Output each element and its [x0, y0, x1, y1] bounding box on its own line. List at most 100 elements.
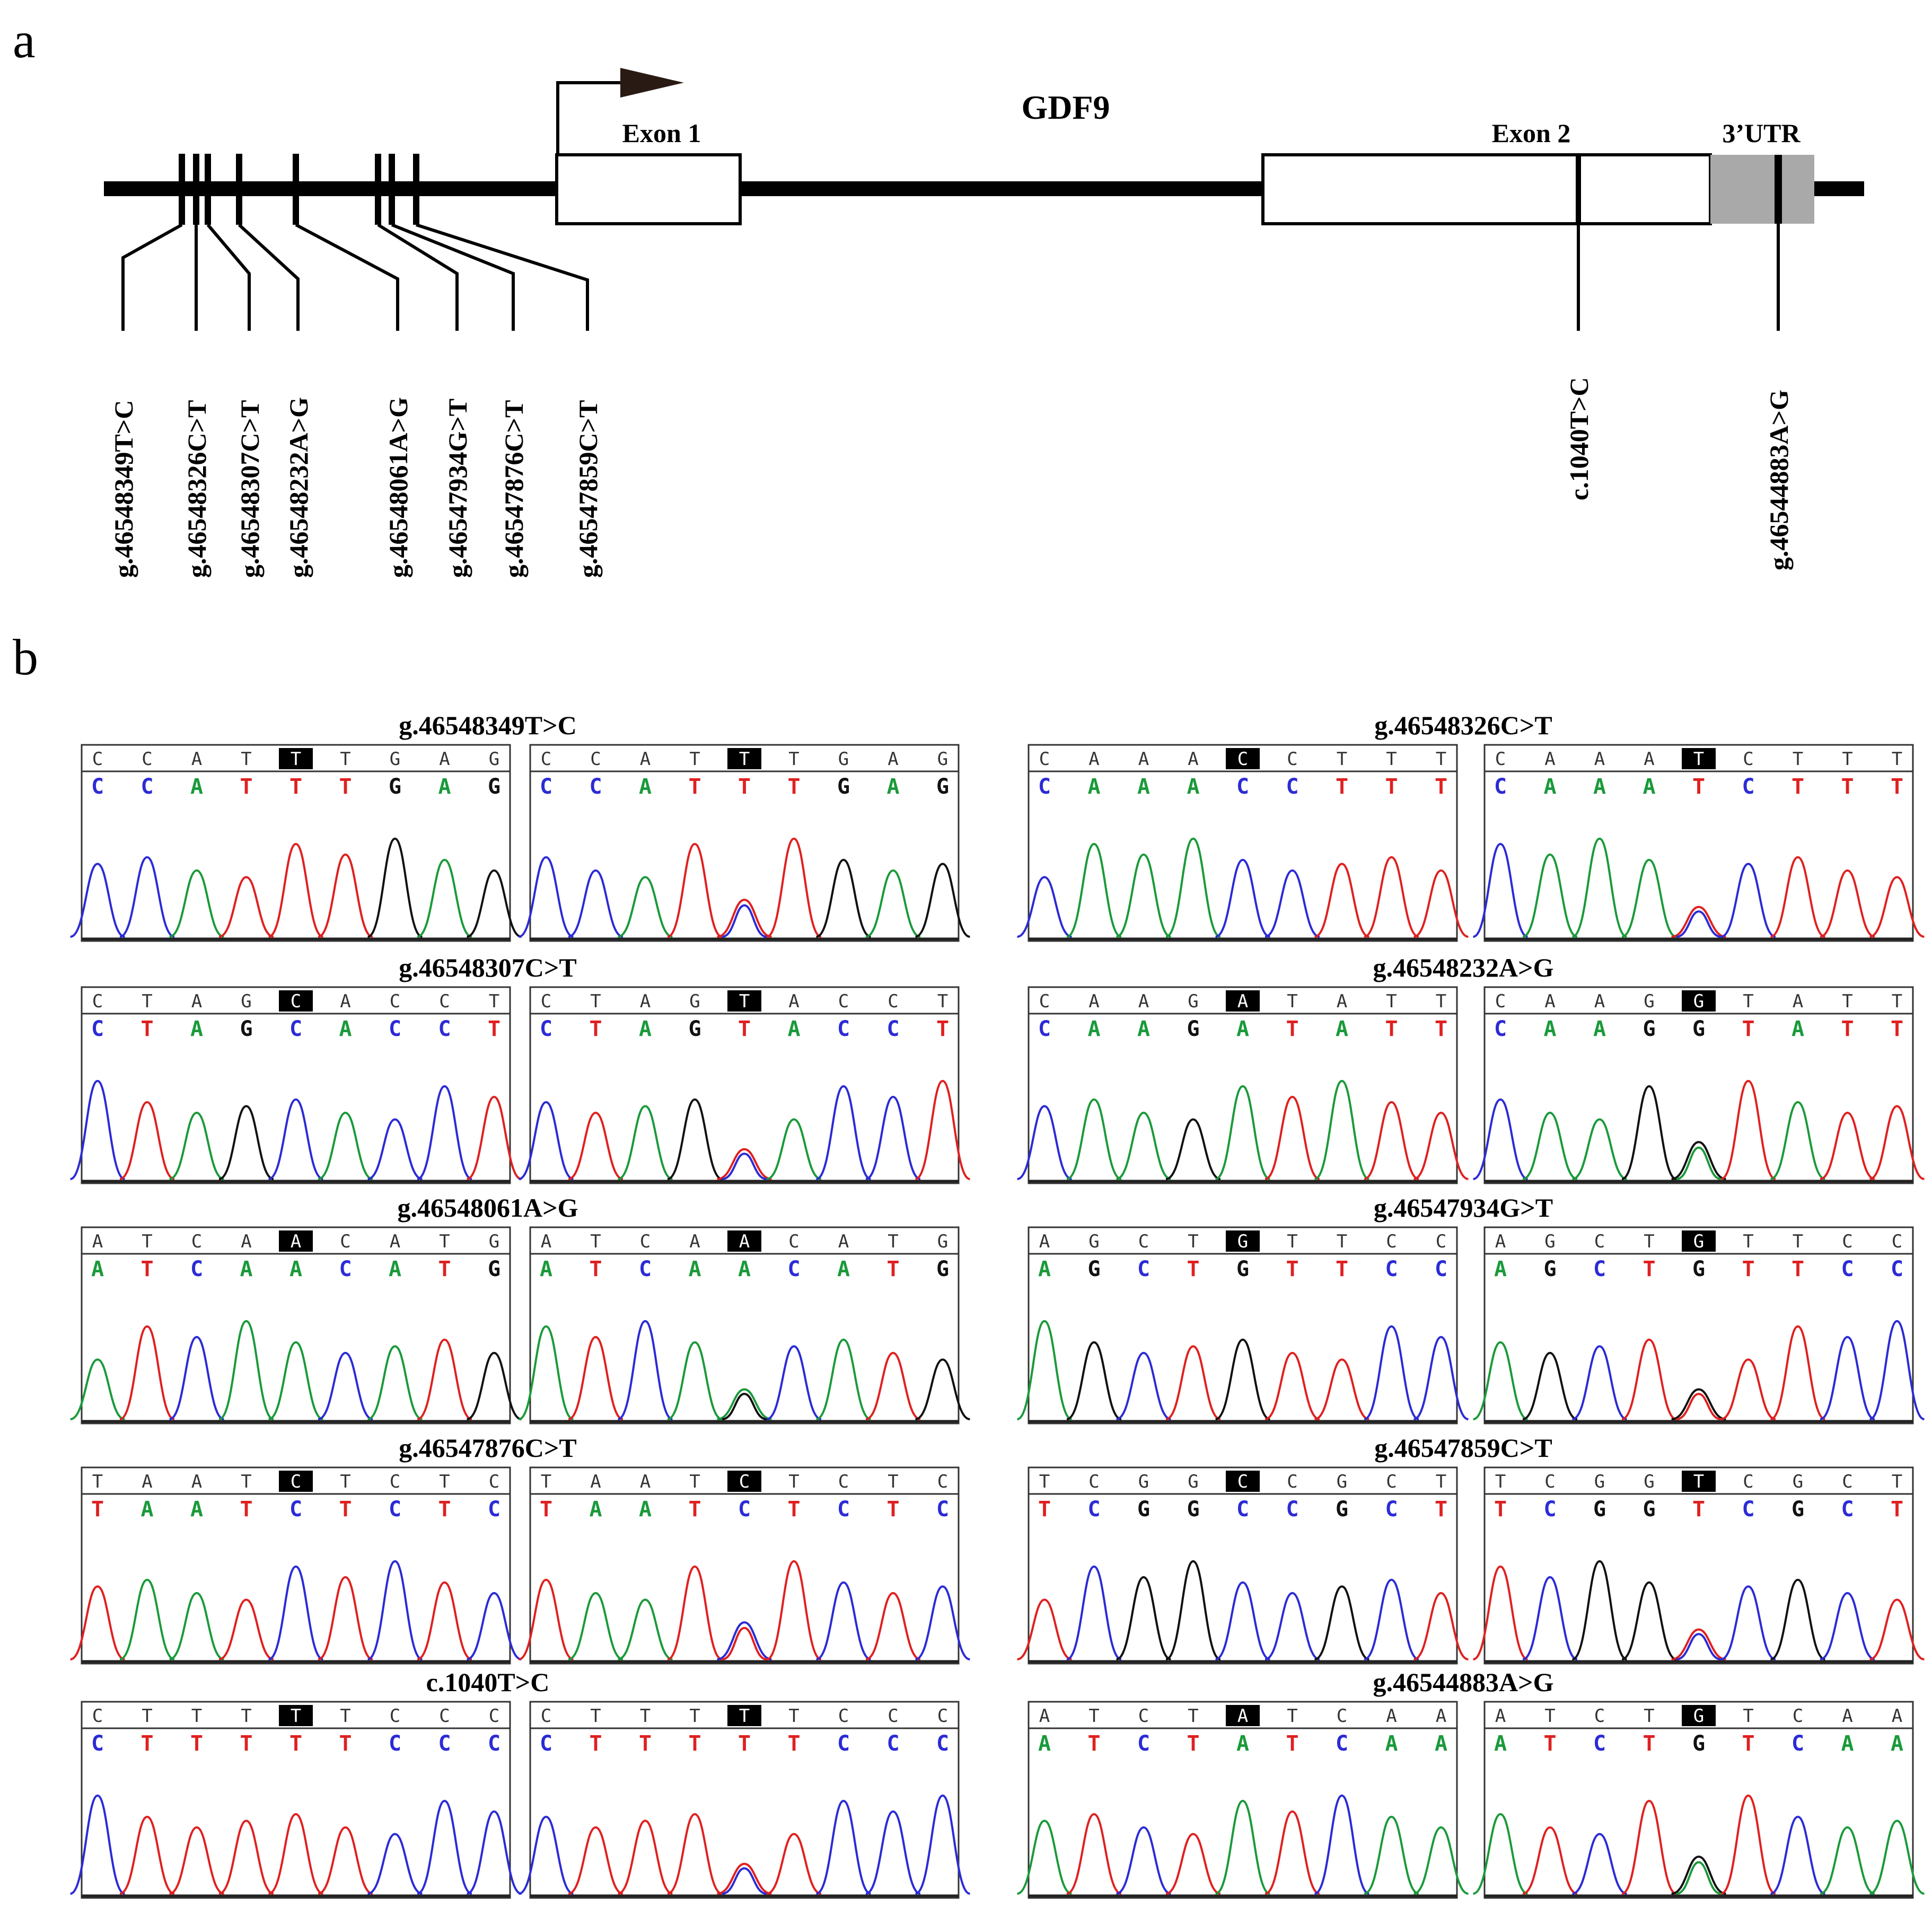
trace-peak [865, 1095, 921, 1180]
base-call: T [1435, 1497, 1447, 1522]
reference-base: A [1594, 991, 1605, 1012]
base-call: G [1692, 1017, 1705, 1041]
base-call: G [936, 1257, 949, 1281]
base-call: C [91, 1017, 104, 1041]
reference-base: G [1088, 1231, 1099, 1252]
base-call: G [1643, 1497, 1655, 1522]
reference-base: T [291, 1705, 301, 1727]
base-call: T [589, 1731, 602, 1756]
variant-label: g.46547876C>T [499, 400, 529, 578]
base-call: C [886, 1017, 899, 1041]
highlight-box [1226, 1705, 1260, 1726]
chromatogram-panel: g.46548061A>GAATTCCAAAACCAATTGGAATTCCAAA… [70, 1193, 970, 1424]
trace-peak [1016, 1320, 1073, 1420]
chromatogram-panel: g.46548326C>TCCAAAAAACCCCTTTTTTCCAAAAAAT… [1017, 710, 1925, 942]
base-call: C [837, 1017, 850, 1041]
variant-tick-utr [1775, 155, 1782, 224]
chromatogram-frame [529, 1226, 960, 1424]
trace-peak [69, 863, 126, 938]
trace-peak [218, 1320, 274, 1420]
base-call: T [488, 1017, 500, 1041]
base-call: C [339, 1257, 352, 1281]
trace-peak-secondary [1676, 910, 1722, 938]
reference-base: T [590, 1231, 601, 1252]
reference-base: T [1495, 1471, 1506, 1492]
highlight-box [1682, 1230, 1716, 1252]
base-call: T [1543, 1731, 1556, 1756]
trace-peak [169, 1826, 224, 1895]
trace-peak [717, 1862, 772, 1895]
trace-peak [318, 853, 373, 938]
base-call: T [240, 1497, 252, 1522]
base-call: C [540, 1731, 552, 1756]
tss-arrow-line [556, 81, 636, 154]
trace-peak [1314, 1794, 1370, 1895]
trace-peak [417, 1085, 472, 1180]
base-call: T [787, 1731, 800, 1756]
reference-base: C [1544, 1471, 1555, 1492]
reference-base: C [291, 991, 301, 1012]
chromatogram-title: g.46548232A>G [1373, 953, 1554, 982]
variant-tick-exon2 [1576, 155, 1581, 224]
reference-base: T [1892, 749, 1902, 770]
trace-peak [417, 1799, 472, 1895]
trace-peak-secondary [722, 1393, 767, 1420]
trace-peak [1264, 1591, 1320, 1660]
reference-base: A [92, 1231, 103, 1252]
base-call: A [1038, 1731, 1051, 1756]
reference-base: C [390, 991, 400, 1012]
reference-base: A [640, 991, 651, 1012]
base-call: T [91, 1497, 104, 1522]
trace-peak [1472, 1813, 1529, 1895]
reference-base: C [1495, 749, 1506, 770]
trace-peak [915, 1358, 970, 1420]
chromatogram-title: g.46547934G>T [1374, 1193, 1553, 1223]
reference-base: T [739, 749, 750, 770]
trace-peak [568, 1826, 623, 1895]
trace-peak [865, 1351, 921, 1420]
chromatogram-frame [81, 1226, 511, 1424]
reference-base: A [1892, 1705, 1902, 1727]
trace-peak [1364, 1815, 1419, 1895]
base-call: C [589, 775, 602, 799]
reference-base: G [1138, 1471, 1149, 1492]
base-call: C [1236, 775, 1249, 799]
trace-peak [1720, 863, 1776, 938]
base-call: C [1543, 1497, 1556, 1522]
trace-peak-secondary [722, 1867, 767, 1895]
reference-base: G [489, 1231, 499, 1252]
reference-base: A [1544, 749, 1555, 770]
trace-peak [1770, 1325, 1826, 1420]
reference-base: T [937, 991, 948, 1012]
trace-peak [667, 1098, 723, 1180]
trace-peak [766, 837, 822, 938]
trace-peak [318, 1826, 373, 1895]
reference-base: G [937, 749, 948, 770]
panel-b-label: b [13, 629, 38, 685]
base-call: C [1236, 1497, 1249, 1522]
variant-tick [205, 154, 211, 225]
trace-peak [467, 869, 522, 938]
base-call: T [1087, 1731, 1100, 1756]
reference-base: T [1743, 991, 1753, 1012]
base-call: C [140, 775, 153, 799]
base-call: G [1593, 1497, 1606, 1522]
base-call: A [1137, 775, 1150, 799]
base-call: T [886, 1497, 899, 1522]
base-call: C [738, 1497, 751, 1522]
reference-base: C [1337, 1705, 1347, 1727]
reference-base: A [191, 991, 202, 1012]
reference-base: C [739, 1471, 750, 1492]
reference-base: A [1436, 1705, 1446, 1727]
highlight-box [279, 1471, 313, 1492]
variant-label: g.46548307C>T [235, 400, 265, 578]
reference-base: T [1644, 1231, 1654, 1252]
reference-base: T [340, 749, 350, 770]
chromatogram-frame [1028, 1226, 1458, 1424]
reference-base: A [191, 1471, 202, 1492]
base-call: C [1137, 1257, 1150, 1281]
utr-box [1710, 155, 1814, 224]
variant-label: g.46547934G>T [443, 399, 472, 578]
reference-base: T [640, 1705, 651, 1727]
variant-label: g.46548061A>G [383, 397, 413, 578]
